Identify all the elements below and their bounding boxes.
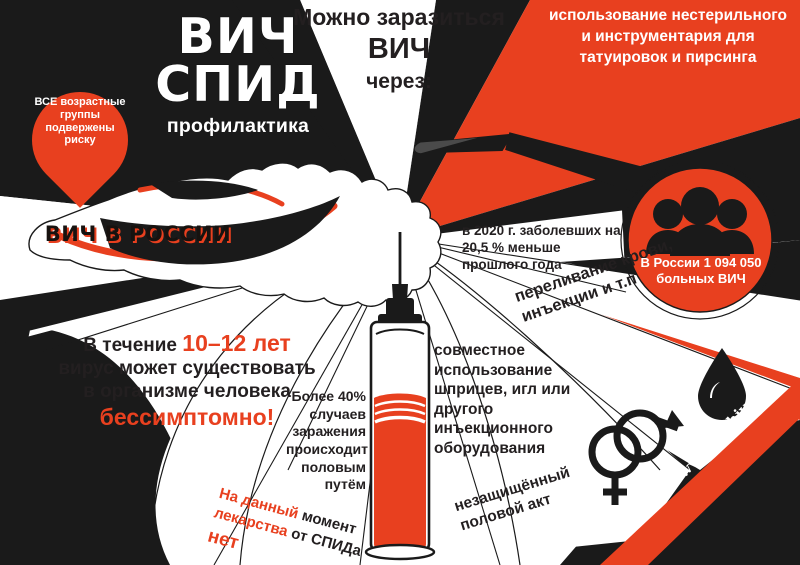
pin-label: ВСЕ возрастные группы подвержены риску: [34, 96, 126, 147]
white-wedge-heading: [300, 0, 436, 238]
heading-line-1: Можно заразиться: [293, 4, 505, 30]
years-line-2: вирус может существовать: [58, 357, 316, 379]
poster-title: ВИЧ СПИД профилактика: [118, 8, 358, 138]
main-heading: Можно заразиться ВИЧ через:: [268, 4, 530, 93]
white-wedge-transfusion: [400, 238, 800, 378]
title-subtitle: профилактика: [166, 115, 310, 138]
red-wedge-tattoo: [400, 0, 800, 238]
heading-line-3: через:: [366, 69, 432, 93]
years-number: 10–12 лет: [182, 330, 291, 356]
syringes-wedge-label: совместное использование шприцев, игл ил…: [434, 342, 571, 457]
white-wedge-syringes: [400, 238, 800, 470]
map-label: ВИЧ В РОССИИ: [44, 222, 232, 246]
people-badge-line-2: больных ВИЧ: [656, 271, 746, 287]
title-aids: СПИД: [155, 56, 321, 114]
years-fact-block: В течение 10–12 лет вирус может существо…: [44, 330, 330, 432]
people-badge-label: В России 1 094 050 больных ВИЧ: [608, 255, 794, 287]
people-group-icon: [646, 187, 754, 256]
years-line-3: в организме человека: [83, 380, 291, 402]
years-pre: В течение: [83, 335, 178, 356]
sexual-transmission-stat: Более 40% случаев заражения происходит п…: [286, 388, 368, 493]
heading-line-2: ВИЧ: [367, 33, 431, 66]
tattoo-wedge-label: использование нестерильного и инструмент…: [548, 7, 788, 66]
people-badge-line-1: В России 1 094 050: [640, 255, 762, 270]
russia-map-shape: [28, 162, 442, 307]
white-wedge-years-2: [40, 238, 400, 565]
title-hiv: ВИЧ: [177, 8, 299, 65]
years-line-4: бессимптомно!: [99, 404, 275, 431]
stat-2020-label: в 2020 г. заболевших на 20,5 % меньше пр…: [462, 223, 621, 272]
